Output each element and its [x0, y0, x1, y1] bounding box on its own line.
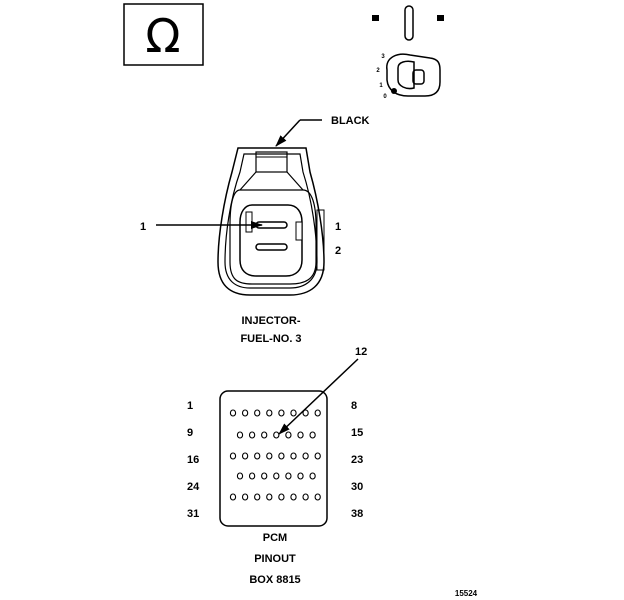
pcm-row2-right-label: 15	[351, 427, 363, 439]
pcm-pin-cavity	[266, 452, 273, 460]
pcm-pin-cavity	[248, 472, 256, 480]
pcm-pin-cavity	[285, 472, 292, 480]
injector-pin-2	[255, 243, 288, 251]
ohmmeter-icon: Ω	[123, 3, 204, 66]
pcm-pin-cavity	[290, 409, 297, 417]
pcm-pin-cavity	[229, 452, 237, 460]
ignition-key-icon	[372, 5, 444, 97]
pcm-pin-cavity	[278, 452, 285, 460]
pcm-row2-left-label: 9	[187, 427, 193, 439]
pcm-pin-cavity	[314, 409, 321, 417]
pcm-pin-cavity	[297, 431, 304, 439]
pcm-pin-cavity	[314, 493, 321, 501]
ignition-position-0: 0	[383, 94, 387, 100]
injector-pin-label-2: 2	[335, 245, 341, 257]
pcm-pin-cavity	[278, 493, 285, 501]
pcm-pin-cavity	[254, 452, 261, 460]
pcm-row3-left-label: 16	[187, 454, 199, 466]
pcm-pin-cavity	[297, 472, 304, 480]
pcm-pin-cavity	[254, 409, 261, 417]
pcm-pin-cavity	[241, 409, 249, 417]
pcm-pin-cavity	[261, 472, 268, 480]
pcm-pin-cavity	[309, 472, 316, 480]
pcm-row5-right-label: 38	[351, 508, 363, 520]
pcm-pin-cavity	[273, 431, 280, 439]
pcm-pin-cavity	[273, 472, 280, 480]
pcm-pin-cavity	[229, 409, 237, 417]
injector-title-line1: INJECTOR-	[241, 315, 300, 327]
pcm-connector-body	[219, 390, 328, 527]
pcm-pin-cavity	[236, 472, 244, 480]
injector-title-line2: FUEL-NO. 3	[240, 333, 301, 345]
pcm-pin-cavity	[290, 452, 297, 460]
wire-color-label: BLACK	[331, 115, 370, 127]
injector-pin-label-1: 1	[335, 221, 341, 233]
pcm-row5-left-label: 31	[187, 508, 199, 520]
injector-connector	[217, 147, 325, 296]
pcm-pin-cavity	[302, 452, 309, 460]
wire-callout-arrow	[275, 119, 301, 147]
injector-callout-label: 1	[140, 221, 146, 233]
pcm-pin-cavity	[266, 409, 273, 417]
ohm-symbol: Ω	[145, 9, 180, 63]
pcm-row1-left-label: 1	[187, 400, 193, 412]
pcm-pin-cavity	[302, 409, 309, 417]
ignition-position-3: 3	[381, 54, 385, 60]
pcm-pin-cavity	[285, 431, 292, 439]
ignition-position-1: 1	[379, 83, 383, 89]
pcm-pin-cavity	[278, 409, 285, 417]
pcm-pin-cavity	[241, 452, 249, 460]
pcm-pin-cavity	[236, 431, 244, 439]
pcm-pin-callout-arrow	[278, 358, 359, 435]
pcm-title-line2: PINOUT	[254, 553, 296, 565]
pcm-pin-cavity	[266, 493, 273, 501]
ignition-position-2: 2	[376, 68, 380, 74]
pcm-pin-cavity	[290, 493, 297, 501]
pcm-pin-cavity	[302, 493, 309, 501]
pcm-row1-right-label: 8	[351, 400, 357, 412]
pcm-pin-cavity	[248, 431, 256, 439]
pcm-pin-cavity	[229, 493, 237, 501]
pcm-row4-left-label: 24	[187, 481, 200, 493]
pcm-pin-cavity	[309, 431, 316, 439]
pcm-pin-grid	[229, 409, 321, 501]
pcm-pin-cavity	[241, 493, 249, 501]
pcm-row4-right-label: 30	[351, 481, 363, 493]
figure-number: 15524	[455, 589, 478, 598]
pcm-title-line1: PCM	[263, 532, 287, 544]
pcm-row3-right-label: 23	[351, 454, 363, 466]
pcm-pin-cavity	[261, 431, 268, 439]
pcm-pin-cavity	[254, 493, 261, 501]
pcm-pin-cavity	[314, 452, 321, 460]
pcm-callout-label: 12	[355, 346, 367, 358]
pcm-title-line3: BOX 8815	[249, 574, 300, 586]
